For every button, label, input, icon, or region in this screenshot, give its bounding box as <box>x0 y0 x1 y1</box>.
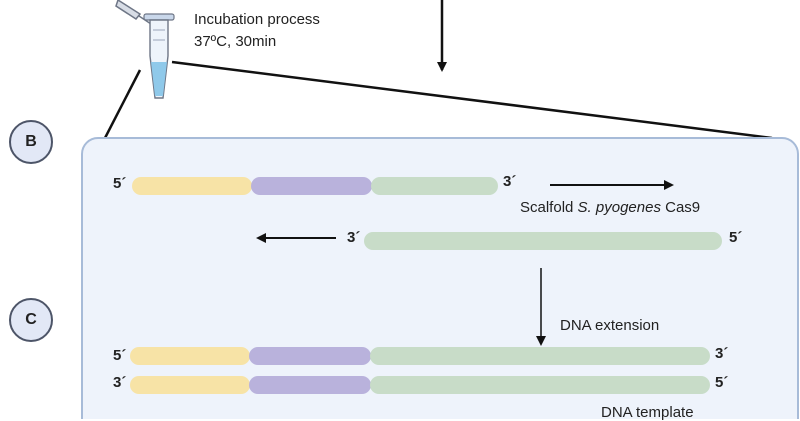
bottom-strand2-purple-segment <box>249 376 371 394</box>
scaffold-annotation-prefix: Scalfold <box>520 199 578 216</box>
incubation-conditions: 37ºC, 30min <box>194 33 277 50</box>
bottom-strand1-yellow-segment <box>130 347 250 365</box>
zoom-line-right <box>171 60 773 140</box>
bottom-strand1-purple-segment <box>249 347 371 365</box>
bottom-strand2-5prime: 5´ <box>715 374 729 391</box>
incubation-title: Incubation process <box>194 11 320 28</box>
top-strand-yellow-segment <box>132 177 252 195</box>
bottom-strand1-5prime: 5´ <box>113 347 127 364</box>
top-strand-purple-segment <box>251 177 372 195</box>
top-strand-green-segment <box>371 177 498 195</box>
dna-template-label: DNA template <box>601 404 694 421</box>
panel-b-label: B <box>25 133 37 150</box>
scaffold-annotation-species: S. pyogenes <box>577 199 661 216</box>
scaffold-strand-5prime: 5´ <box>729 229 743 246</box>
scaffold-annotation-suffix: Cas9 <box>660 199 701 216</box>
scaffold-strand-green-segment <box>364 232 722 250</box>
bottom-strand2-3prime: 3´ <box>113 374 127 391</box>
panel-b-badge: B <box>9 120 53 164</box>
bottom-strand2-green-segment <box>370 376 710 394</box>
top-strand-5prime: 5´ <box>113 175 127 192</box>
bottom-strand1-3prime: 3´ <box>715 345 729 362</box>
microcentrifuge-tube-icon <box>143 13 175 99</box>
zoom-line-left <box>103 69 142 139</box>
scaffold-strand-3prime: 3´ <box>347 229 361 246</box>
bottom-strand1-green-segment <box>370 347 710 365</box>
bottom-strand2-yellow-segment <box>130 376 250 394</box>
dna-extension-label: DNA extension <box>560 317 660 334</box>
panel-c-label: C <box>25 311 37 328</box>
panel-c-badge: C <box>9 298 53 342</box>
top-strand-3prime: 3´ <box>503 173 517 190</box>
scaffold-annotation: Scalfold S. pyogenes Cas9 <box>520 199 700 216</box>
